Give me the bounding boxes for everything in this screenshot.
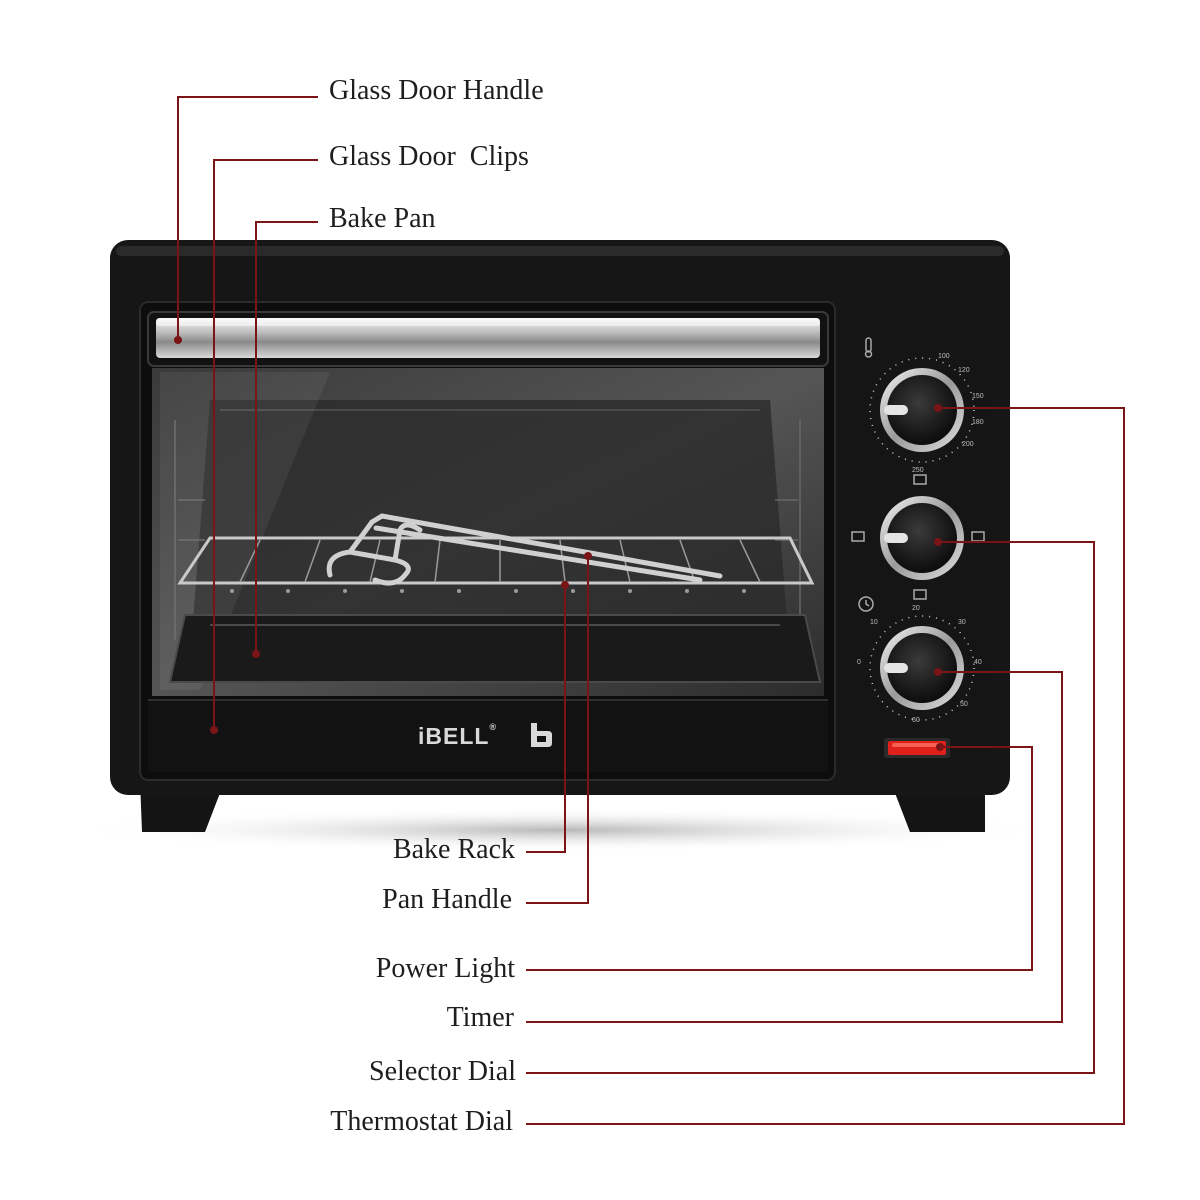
svg-text:40: 40 [974, 659, 982, 666]
svg-text:10: 10 [870, 619, 878, 626]
leader-pan-handle [526, 556, 589, 904]
svg-text:30: 30 [958, 619, 966, 626]
thermostat-scale: 100 120 150 180 200 250 [912, 353, 984, 474]
leader-power-light [526, 746, 1033, 971]
brand-registered-mark: ® [489, 722, 498, 732]
label-bake-pan: Bake Pan [329, 203, 436, 234]
label-selector-dial: Selector Dial [369, 1056, 516, 1087]
label-thermostat-dial: Thermostat Dial [330, 1106, 513, 1137]
svg-text:50: 50 [960, 701, 968, 708]
svg-text:200: 200 [962, 441, 974, 448]
brand-name: iBELL [418, 723, 490, 749]
leader-glass-door-handle [177, 96, 318, 340]
svg-text:100: 100 [938, 353, 950, 360]
leader-dots [174, 336, 944, 751]
power-light [884, 738, 950, 758]
label-bake-rack: Bake Rack [392, 834, 515, 865]
selector-dial [880, 496, 964, 580]
timer-dial [869, 615, 975, 721]
pan-handle [326, 513, 723, 586]
clock-icon [858, 596, 874, 612]
leader-lines [177, 96, 1125, 1125]
label-glass-door-clips: Glass Door Clips [329, 141, 529, 172]
label-power-light: Power Light [375, 953, 515, 984]
leader-selector-dial [526, 541, 1095, 1074]
thermometer-icon [864, 337, 873, 358]
floor-shadow [60, 808, 1060, 852]
svg-text:60: 60 [912, 717, 920, 724]
function-icons [851, 474, 985, 600]
leader-glass-door-clips [213, 159, 318, 730]
svg-text:150: 150 [972, 393, 984, 400]
brand-b-icon [531, 723, 552, 747]
label-timer: Timer [446, 1002, 514, 1033]
glass-door-handle [147, 311, 829, 367]
leader-thermostat-dial [526, 407, 1125, 1125]
svg-text:250: 250 [912, 467, 924, 474]
svg-text:20: 20 [912, 605, 920, 612]
thermostat-dial [869, 357, 975, 463]
leader-timer [526, 671, 1063, 1023]
door-bottom-panel [148, 700, 828, 772]
svg-text:180: 180 [972, 419, 984, 426]
leader-bake-rack [526, 585, 566, 853]
brand-logo: iBELL® [418, 722, 498, 749]
timer-scale: 0 10 20 30 40 50 60 [857, 605, 982, 724]
label-pan-handle: Pan Handle [382, 884, 512, 915]
svg-text:0: 0 [857, 659, 861, 666]
leader-bake-pan [255, 221, 318, 654]
bake-pan [168, 614, 822, 683]
label-glass-door-handle: Glass Door Handle [329, 75, 544, 106]
svg-text:120: 120 [958, 367, 970, 374]
